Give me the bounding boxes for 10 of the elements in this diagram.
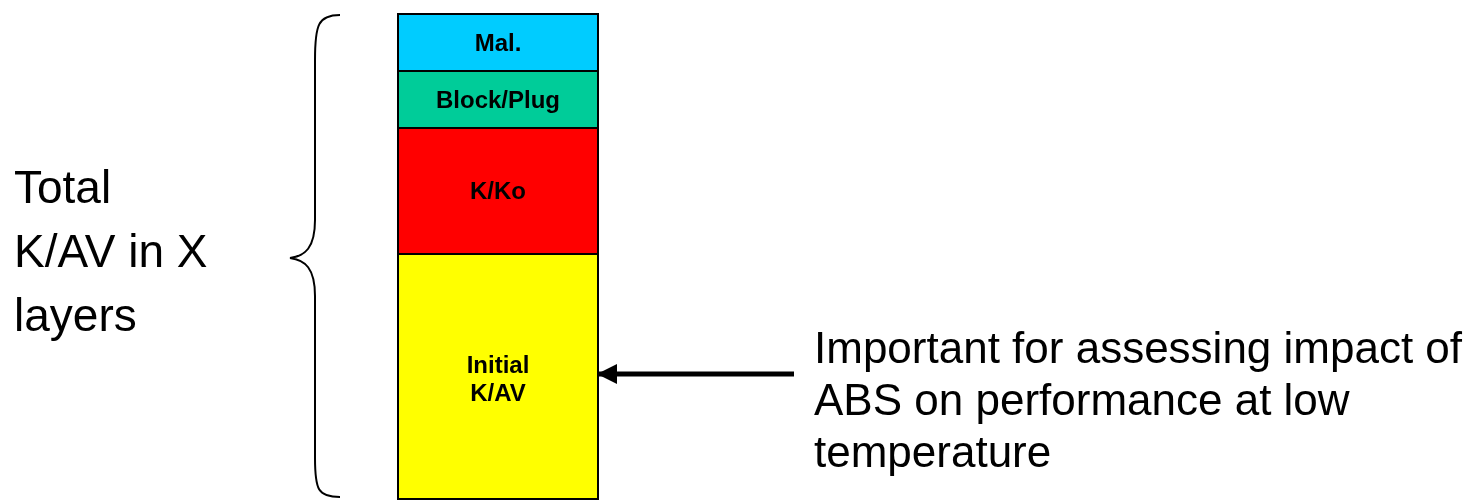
layer-band [397, 70, 599, 129]
band-label: Block/Plug [436, 85, 560, 114]
band-label: Mal. [474, 28, 522, 57]
brace-label: Total K/AV in X layers [14, 160, 209, 343]
layer-band [397, 13, 599, 72]
layer-band [397, 127, 599, 255]
note-text: Important for assessing impact of ABS on performance at low temperature [814, 322, 1464, 478]
band-label: Initial K/AV [465, 351, 531, 407]
layer-band [397, 253, 599, 500]
band-label: K/Ko [470, 177, 526, 205]
